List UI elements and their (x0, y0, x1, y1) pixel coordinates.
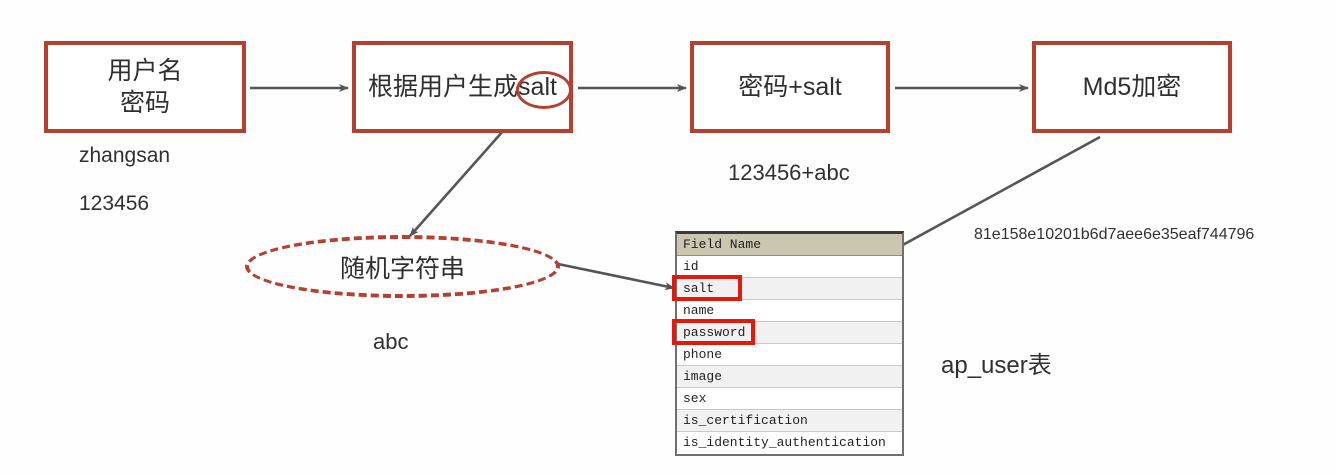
process-box-password-plus-salt[interactable]: 密码+salt (690, 41, 890, 133)
table-row[interactable]: password (677, 322, 902, 344)
process-box-user-credentials[interactable]: 用户名 密码 (44, 41, 246, 133)
table-row[interactable]: salt (677, 278, 902, 300)
table-row[interactable]: name (677, 300, 902, 322)
caption-password-plus-salt-sample: 123456+abc (728, 160, 850, 185)
table-row[interactable]: sex (677, 388, 902, 410)
table-row[interactable]: phone (677, 344, 902, 366)
caption-random-string-sample: abc (373, 329, 409, 354)
ellipse-random-string[interactable]: 随机字符串 (245, 235, 560, 298)
arrow-random-string-to-salt-field (557, 262, 675, 291)
caption-md5-hash-sample: 81e158e10201b6d7aee6e35eaf744796 (974, 226, 1255, 243)
table-header-field-name: Field Name (677, 234, 902, 256)
caption-username-sample: zhangsan (79, 144, 171, 167)
process-box-md5-encrypt[interactable]: Md5加密 (1032, 41, 1232, 133)
table-row[interactable]: is_certification (677, 410, 902, 432)
box-user-line2: 密码 (119, 89, 170, 117)
box-pwdsalt-label: 密码+salt (738, 73, 842, 101)
box-user-line1: 用户名 (107, 57, 183, 85)
ap-user-field-table[interactable]: Field Name id salt name password phone i… (675, 231, 904, 456)
ellipse-random-string-label: 随机字符串 (339, 254, 465, 283)
box-md5-label: Md5加密 (1082, 73, 1182, 101)
table-row[interactable]: is_identity_authentication (683, 435, 886, 450)
caption-table-name: ap_user表 (941, 352, 1052, 379)
table-row[interactable]: id (677, 256, 902, 278)
salt-circle-annotation (516, 71, 572, 109)
caption-password-sample: 123456 (79, 192, 150, 215)
table-row[interactable]: image (677, 366, 902, 388)
box-user-text: 用户名 密码 (107, 55, 182, 119)
